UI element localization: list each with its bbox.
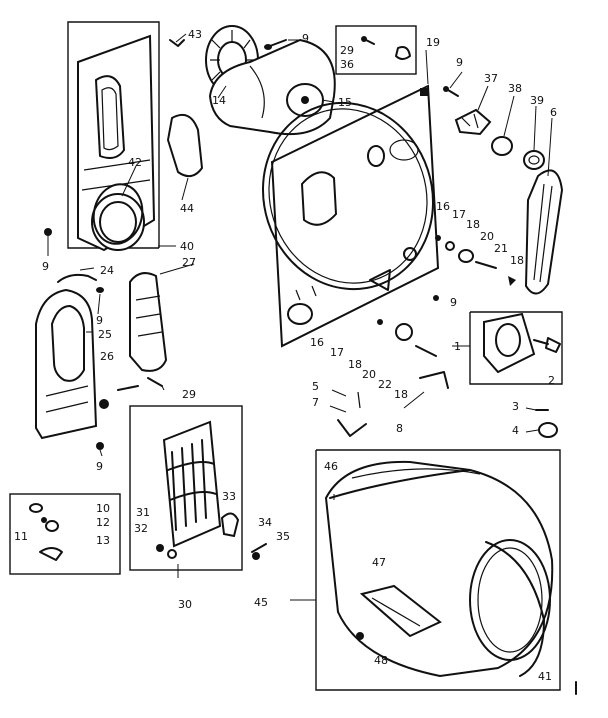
screw-9-mid [433, 295, 439, 301]
baffle-screw-48 [356, 632, 364, 640]
callout-9: 9 [450, 296, 457, 309]
callout-40: 40 [180, 240, 194, 253]
callout-26: 26 [100, 350, 114, 363]
callout-20: 20 [362, 368, 376, 381]
motor-parts-18-22 [377, 319, 449, 389]
callout-18: 18 [394, 388, 408, 401]
group-box-30 [129, 405, 243, 571]
terminals-31-32 [156, 544, 177, 559]
callout-labels: 43 9 29 36 19 9 14 15 37 38 39 6 42 44 1… [14, 28, 557, 683]
group-box-45 [315, 449, 561, 691]
group-box-motor [469, 311, 563, 385]
drive-motor-1 [483, 312, 549, 374]
callout-8: 8 [396, 422, 403, 435]
callout-42: 42 [128, 156, 142, 169]
callout-13: 13 [96, 534, 110, 547]
callout-10: 10 [96, 502, 110, 515]
drive-belt-6 [525, 169, 563, 295]
fastener-26 [99, 399, 109, 409]
callout-44: 44 [180, 202, 194, 215]
callout-34: 34 [258, 516, 272, 529]
callout-21: 21 [494, 242, 508, 255]
callout-3: 3 [512, 400, 519, 413]
callout-41: 41 [538, 670, 552, 683]
callout-1: 1 [454, 340, 461, 353]
screw-9-right [443, 86, 459, 97]
callout-4: 4 [512, 424, 519, 437]
callout-31: 31 [136, 506, 150, 519]
motor-part-2 [545, 337, 561, 353]
bracket-33 [220, 512, 240, 538]
screw-9-top [264, 39, 287, 50]
callout-7: 7 [312, 396, 319, 409]
callout-35: 35 [276, 530, 290, 543]
front-duct-assembly [77, 34, 156, 252]
lint-filter-27 [129, 272, 168, 372]
callout-9: 9 [96, 460, 103, 473]
callout-27: 27 [182, 256, 196, 269]
callout-9: 9 [456, 56, 463, 69]
callout-39: 39 [530, 94, 544, 107]
screw-34-35 [251, 543, 267, 560]
callout-14: 14 [212, 94, 226, 107]
callout-16: 16 [436, 200, 450, 213]
callout-11: 11 [14, 530, 28, 543]
callout-29: 29 [182, 388, 196, 401]
leader-lines [47, 33, 553, 601]
duct-seal-42 [92, 183, 144, 245]
callout-12: 12 [96, 516, 110, 529]
callout-20: 20 [480, 230, 494, 243]
callout-17: 17 [330, 346, 344, 359]
callout-36: 36 [340, 58, 354, 71]
callout-30: 30 [178, 598, 192, 611]
idler-parts-5-7 [337, 391, 367, 437]
callout-18: 18 [510, 254, 524, 267]
baffle-47 [359, 584, 442, 638]
callout-37: 37 [484, 72, 498, 85]
washer-39 [523, 150, 545, 170]
callout-24: 24 [100, 264, 114, 277]
callout-9: 9 [302, 32, 309, 45]
duct-cover-25 [35, 288, 98, 440]
callout-16: 16 [310, 336, 324, 349]
wire-24 [57, 273, 104, 293]
callout-47: 47 [372, 556, 386, 569]
callout-9: 9 [42, 260, 49, 273]
callout-43: 43 [188, 28, 202, 41]
callout-33: 33 [222, 490, 236, 503]
pulley-parts-3-4 [535, 409, 558, 438]
dryer-drum-46 [324, 460, 554, 678]
clip-43 [169, 39, 185, 47]
callout-32: 32 [134, 522, 148, 535]
screws-9-left [44, 228, 104, 450]
callout-6: 6 [550, 106, 557, 119]
callout-18: 18 [466, 218, 480, 231]
drum-seal-41 [485, 541, 545, 677]
callout-48: 48 [374, 654, 388, 667]
callout-22: 22 [378, 378, 392, 391]
callout-29: 29 [340, 44, 354, 57]
knob-38 [491, 136, 513, 156]
callout-15: 15 [338, 96, 352, 109]
duct-gasket-44 [167, 114, 203, 178]
rear-bulkhead-panel [261, 84, 440, 348]
group-box-29-36 [335, 25, 417, 75]
callout-19: 19 [426, 36, 440, 49]
group-box-10-13 [9, 493, 121, 575]
callout-46: 46 [324, 460, 338, 473]
callout-25: 25 [98, 328, 112, 341]
bolt-29 [117, 377, 163, 391]
callout-18: 18 [348, 358, 362, 371]
callout-9: 9 [96, 314, 103, 327]
thermostat-37 [454, 108, 492, 136]
heating-element-assembly [162, 420, 222, 548]
callout-38: 38 [508, 82, 522, 95]
callout-5: 5 [312, 380, 319, 393]
callout-45: 45 [254, 596, 268, 609]
bracket-parts-16-21 [435, 235, 516, 286]
callout-17: 17 [452, 208, 466, 221]
callout-2: 2 [548, 374, 555, 387]
